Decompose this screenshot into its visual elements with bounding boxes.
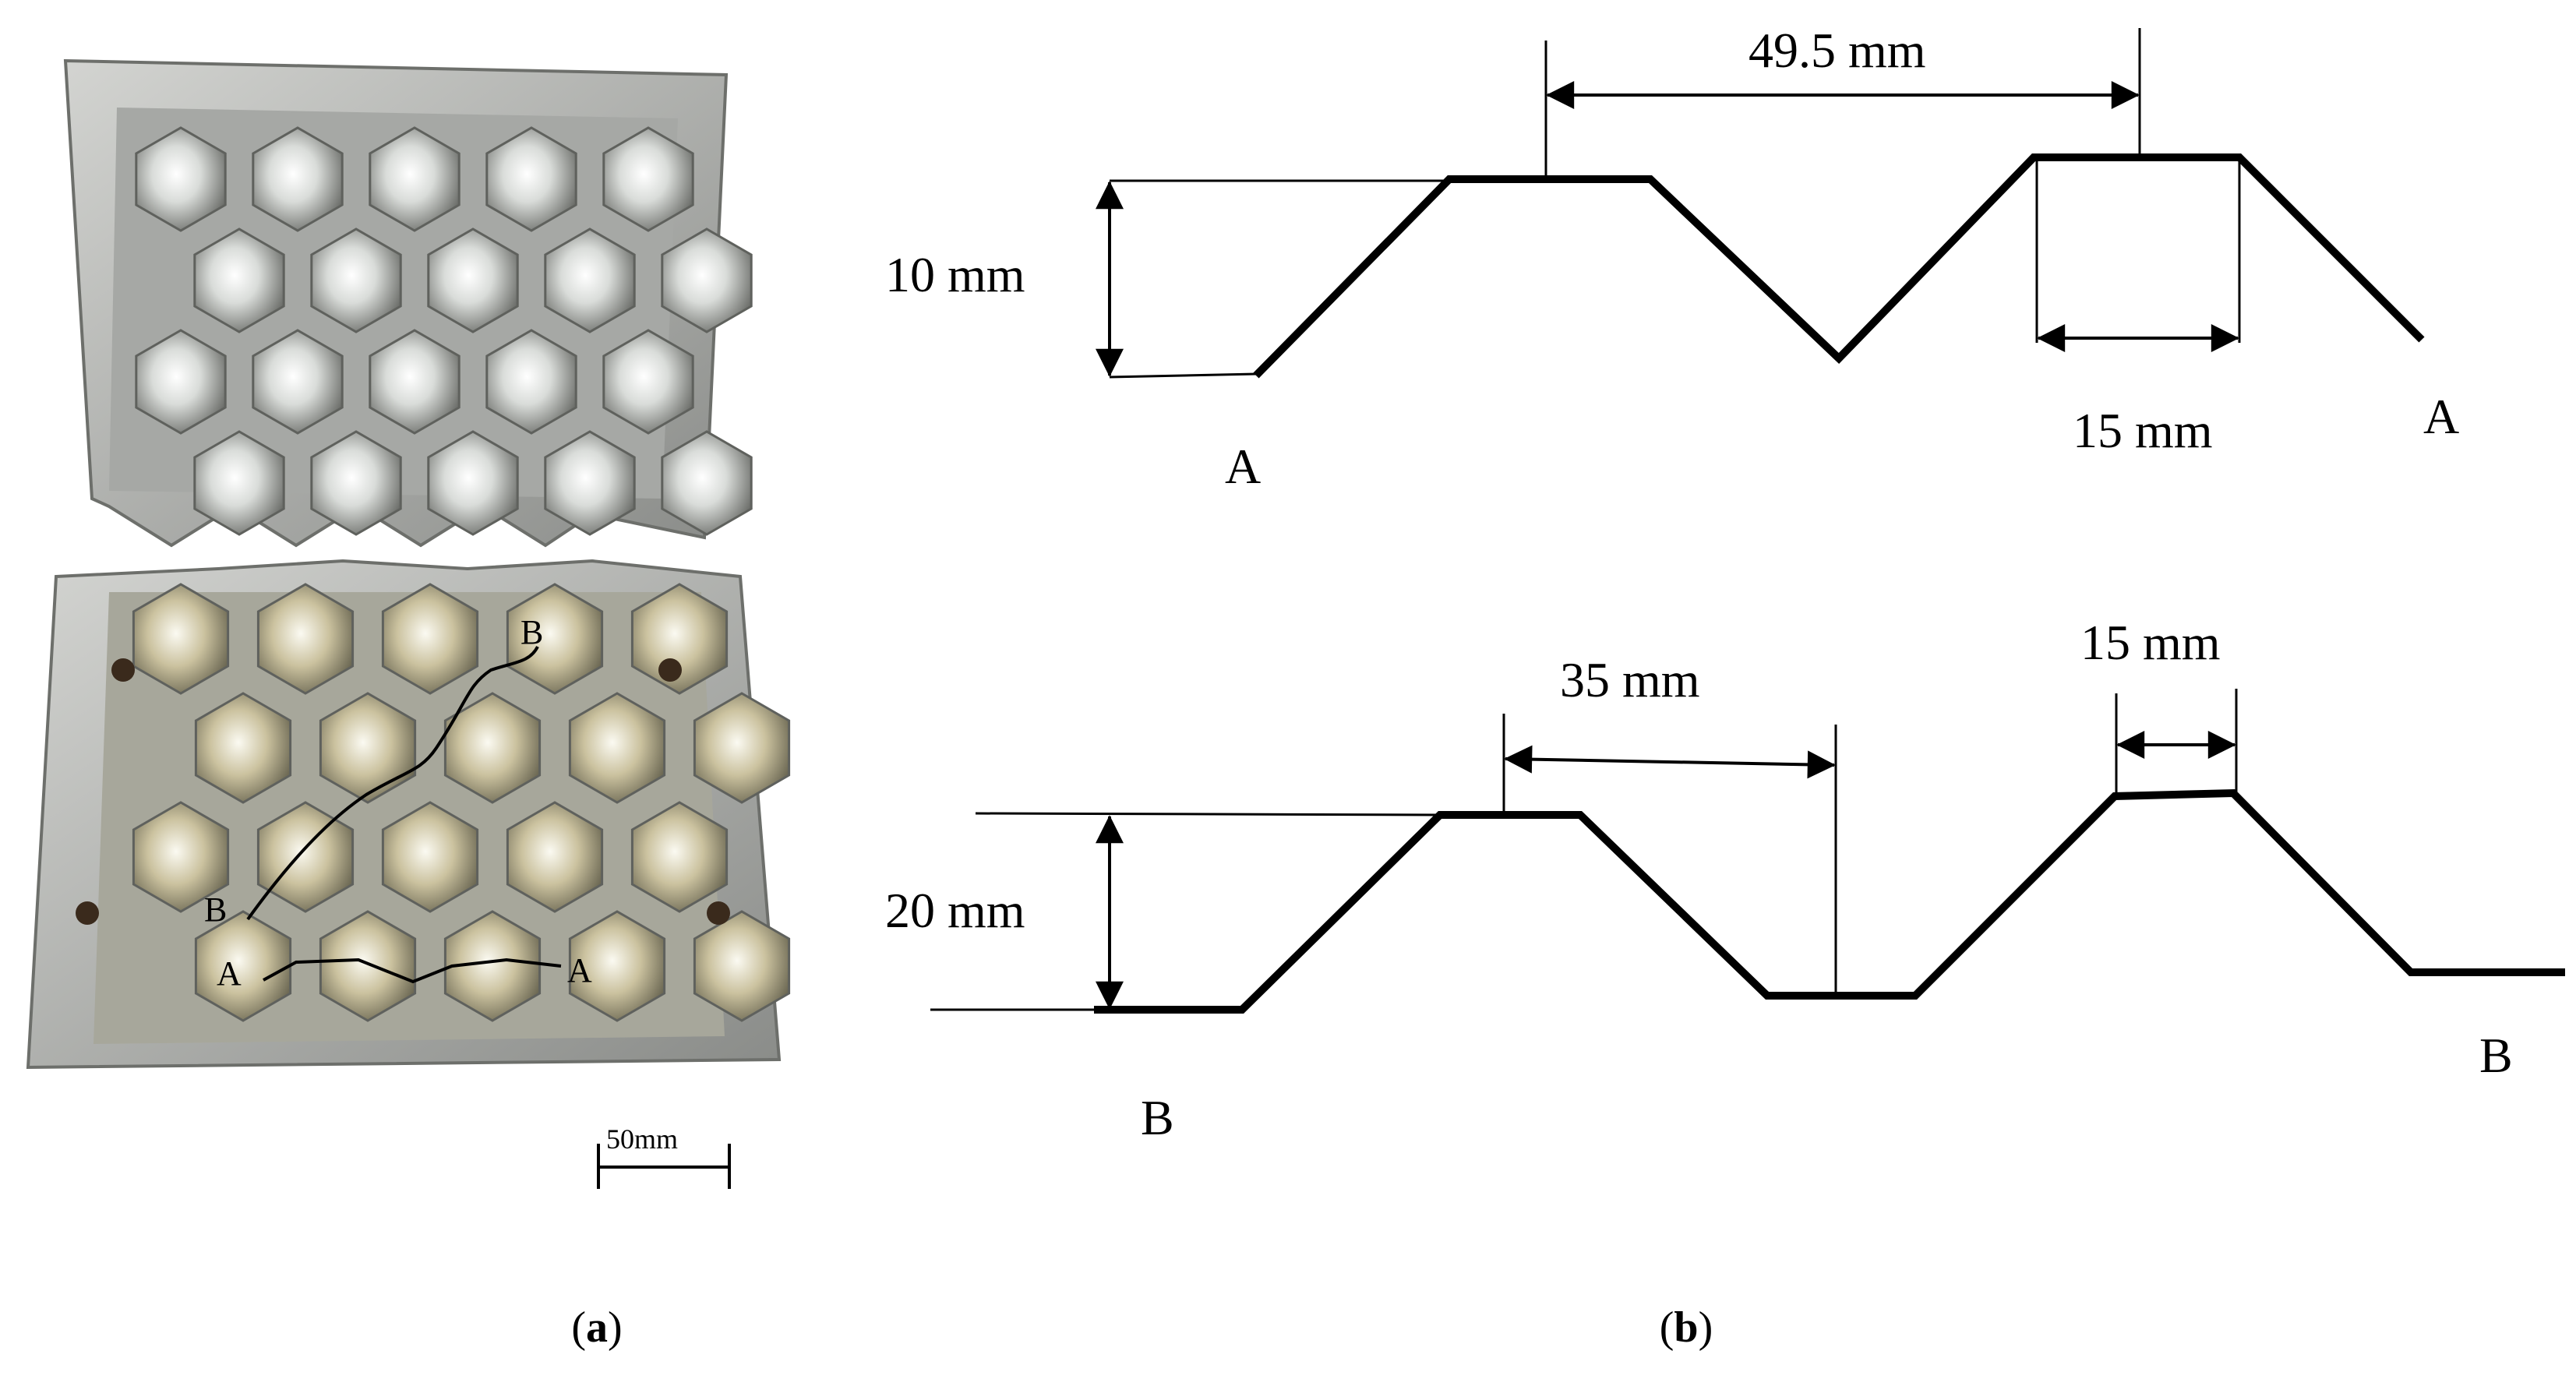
profile-b-section: 20 mm 35 mm 15 mm B B — [885, 615, 2565, 1145]
mould-cell — [132, 801, 230, 913]
lower-mould-half — [26, 559, 791, 1070]
mould-cell — [135, 126, 227, 232]
height-b-extension-top — [975, 812, 1441, 816]
marker-a-right: A — [567, 951, 592, 989]
mould-cell — [193, 430, 285, 536]
mould-cell — [427, 227, 519, 333]
mould-cell — [194, 910, 292, 1022]
mould-cell — [252, 329, 344, 435]
mould-cell — [630, 583, 729, 695]
pitch-b-arrow — [1504, 745, 1836, 779]
pitch-b-label: 35 mm — [1560, 652, 1700, 707]
mould-cell — [381, 801, 479, 913]
mould-cell — [310, 227, 402, 333]
profile-b-end-right: B — [2479, 1028, 2513, 1083]
scale-bar-label: 50mm — [606, 1123, 678, 1155]
mould-cell — [693, 910, 791, 1022]
marker-b-top: B — [520, 613, 543, 651]
mould-cell — [602, 126, 694, 232]
flat-a-label: 15 mm — [2073, 403, 2213, 458]
mould-cell — [381, 583, 479, 695]
height-a-extension-bottom — [1109, 372, 1257, 379]
mould-cell — [369, 329, 461, 435]
mould-cell — [568, 692, 666, 804]
profile-b-end-left: B — [1141, 1090, 1174, 1145]
mould-cell — [443, 692, 542, 804]
mould-cell — [193, 227, 285, 333]
pitch-a-label: 49.5 mm — [1749, 23, 1926, 78]
bolt-hole — [658, 658, 682, 682]
mould-cell — [630, 801, 729, 913]
mould-cell — [319, 692, 417, 804]
mould-cell — [602, 329, 694, 435]
height-a-label: 10 mm — [885, 247, 1025, 302]
section-line-bb — [246, 646, 539, 921]
mould-cell — [427, 430, 519, 536]
profile-a-outline — [1253, 153, 2425, 379]
mould-cell — [544, 430, 636, 536]
height-b-label: 20 mm — [885, 883, 1025, 938]
mould-cell — [443, 910, 542, 1022]
mould-cell — [661, 430, 753, 536]
bolt-hole — [111, 658, 135, 682]
mould-cell — [506, 801, 604, 913]
upper-cell-grid — [135, 126, 753, 536]
mould-cell — [506, 583, 604, 695]
mould-cell — [252, 126, 344, 232]
profile-a-section: 10 mm 49.5 mm 15 mm A A — [885, 23, 2459, 494]
scale-bar: 50mm — [597, 1123, 731, 1189]
mould-cell — [135, 329, 227, 435]
mould-cell — [194, 692, 292, 804]
mould-cell — [256, 801, 355, 913]
lower-cell-grid — [132, 583, 791, 1022]
panel-b-caption: (b) — [1660, 1303, 1713, 1352]
profile-b-outline — [1094, 788, 2565, 1014]
marker-b-bottom: B — [204, 890, 227, 929]
mould-photo: B B A A 50mm — [26, 58, 791, 1189]
upper-mould-half — [63, 58, 753, 548]
bolt-hole — [76, 901, 99, 925]
flat-b-label: 15 mm — [2080, 615, 2221, 670]
panel-a-caption: (a) — [571, 1303, 622, 1352]
mould-cell — [319, 910, 417, 1022]
mould-cell — [485, 126, 577, 232]
bolt-hole — [707, 901, 730, 925]
mould-cell — [310, 430, 402, 536]
mould-cell — [369, 126, 461, 232]
mould-cell — [568, 910, 666, 1022]
section-line-aa — [263, 957, 562, 984]
mould-cell — [132, 583, 230, 695]
marker-a-left: A — [217, 954, 242, 993]
mould-cell — [661, 227, 753, 333]
mould-cell — [544, 227, 636, 333]
profile-a-end-left: A — [1225, 439, 1261, 494]
mould-cell — [256, 583, 355, 695]
mould-cell — [485, 329, 577, 435]
mould-cell — [693, 692, 791, 804]
profile-a-end-right: A — [2423, 389, 2459, 444]
